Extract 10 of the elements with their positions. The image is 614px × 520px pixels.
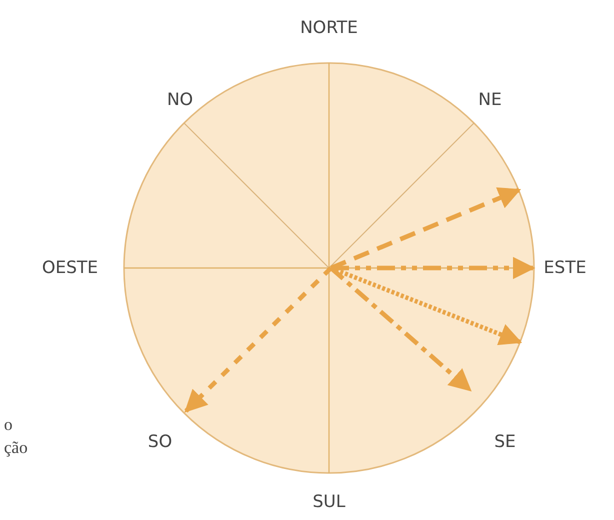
direction-label: NE	[478, 90, 502, 110]
direction-label: NORTE	[300, 18, 358, 38]
direction-label: SUL	[312, 492, 346, 512]
direction-label: SE	[494, 432, 516, 452]
direction-label: ESTE	[544, 258, 586, 278]
text-fragment: o	[4, 415, 12, 435]
direction-label: SO	[148, 432, 172, 452]
direction-label: OESTE	[42, 258, 98, 278]
direction-label: NO	[166, 90, 194, 110]
text-fragment: ção	[4, 438, 28, 458]
